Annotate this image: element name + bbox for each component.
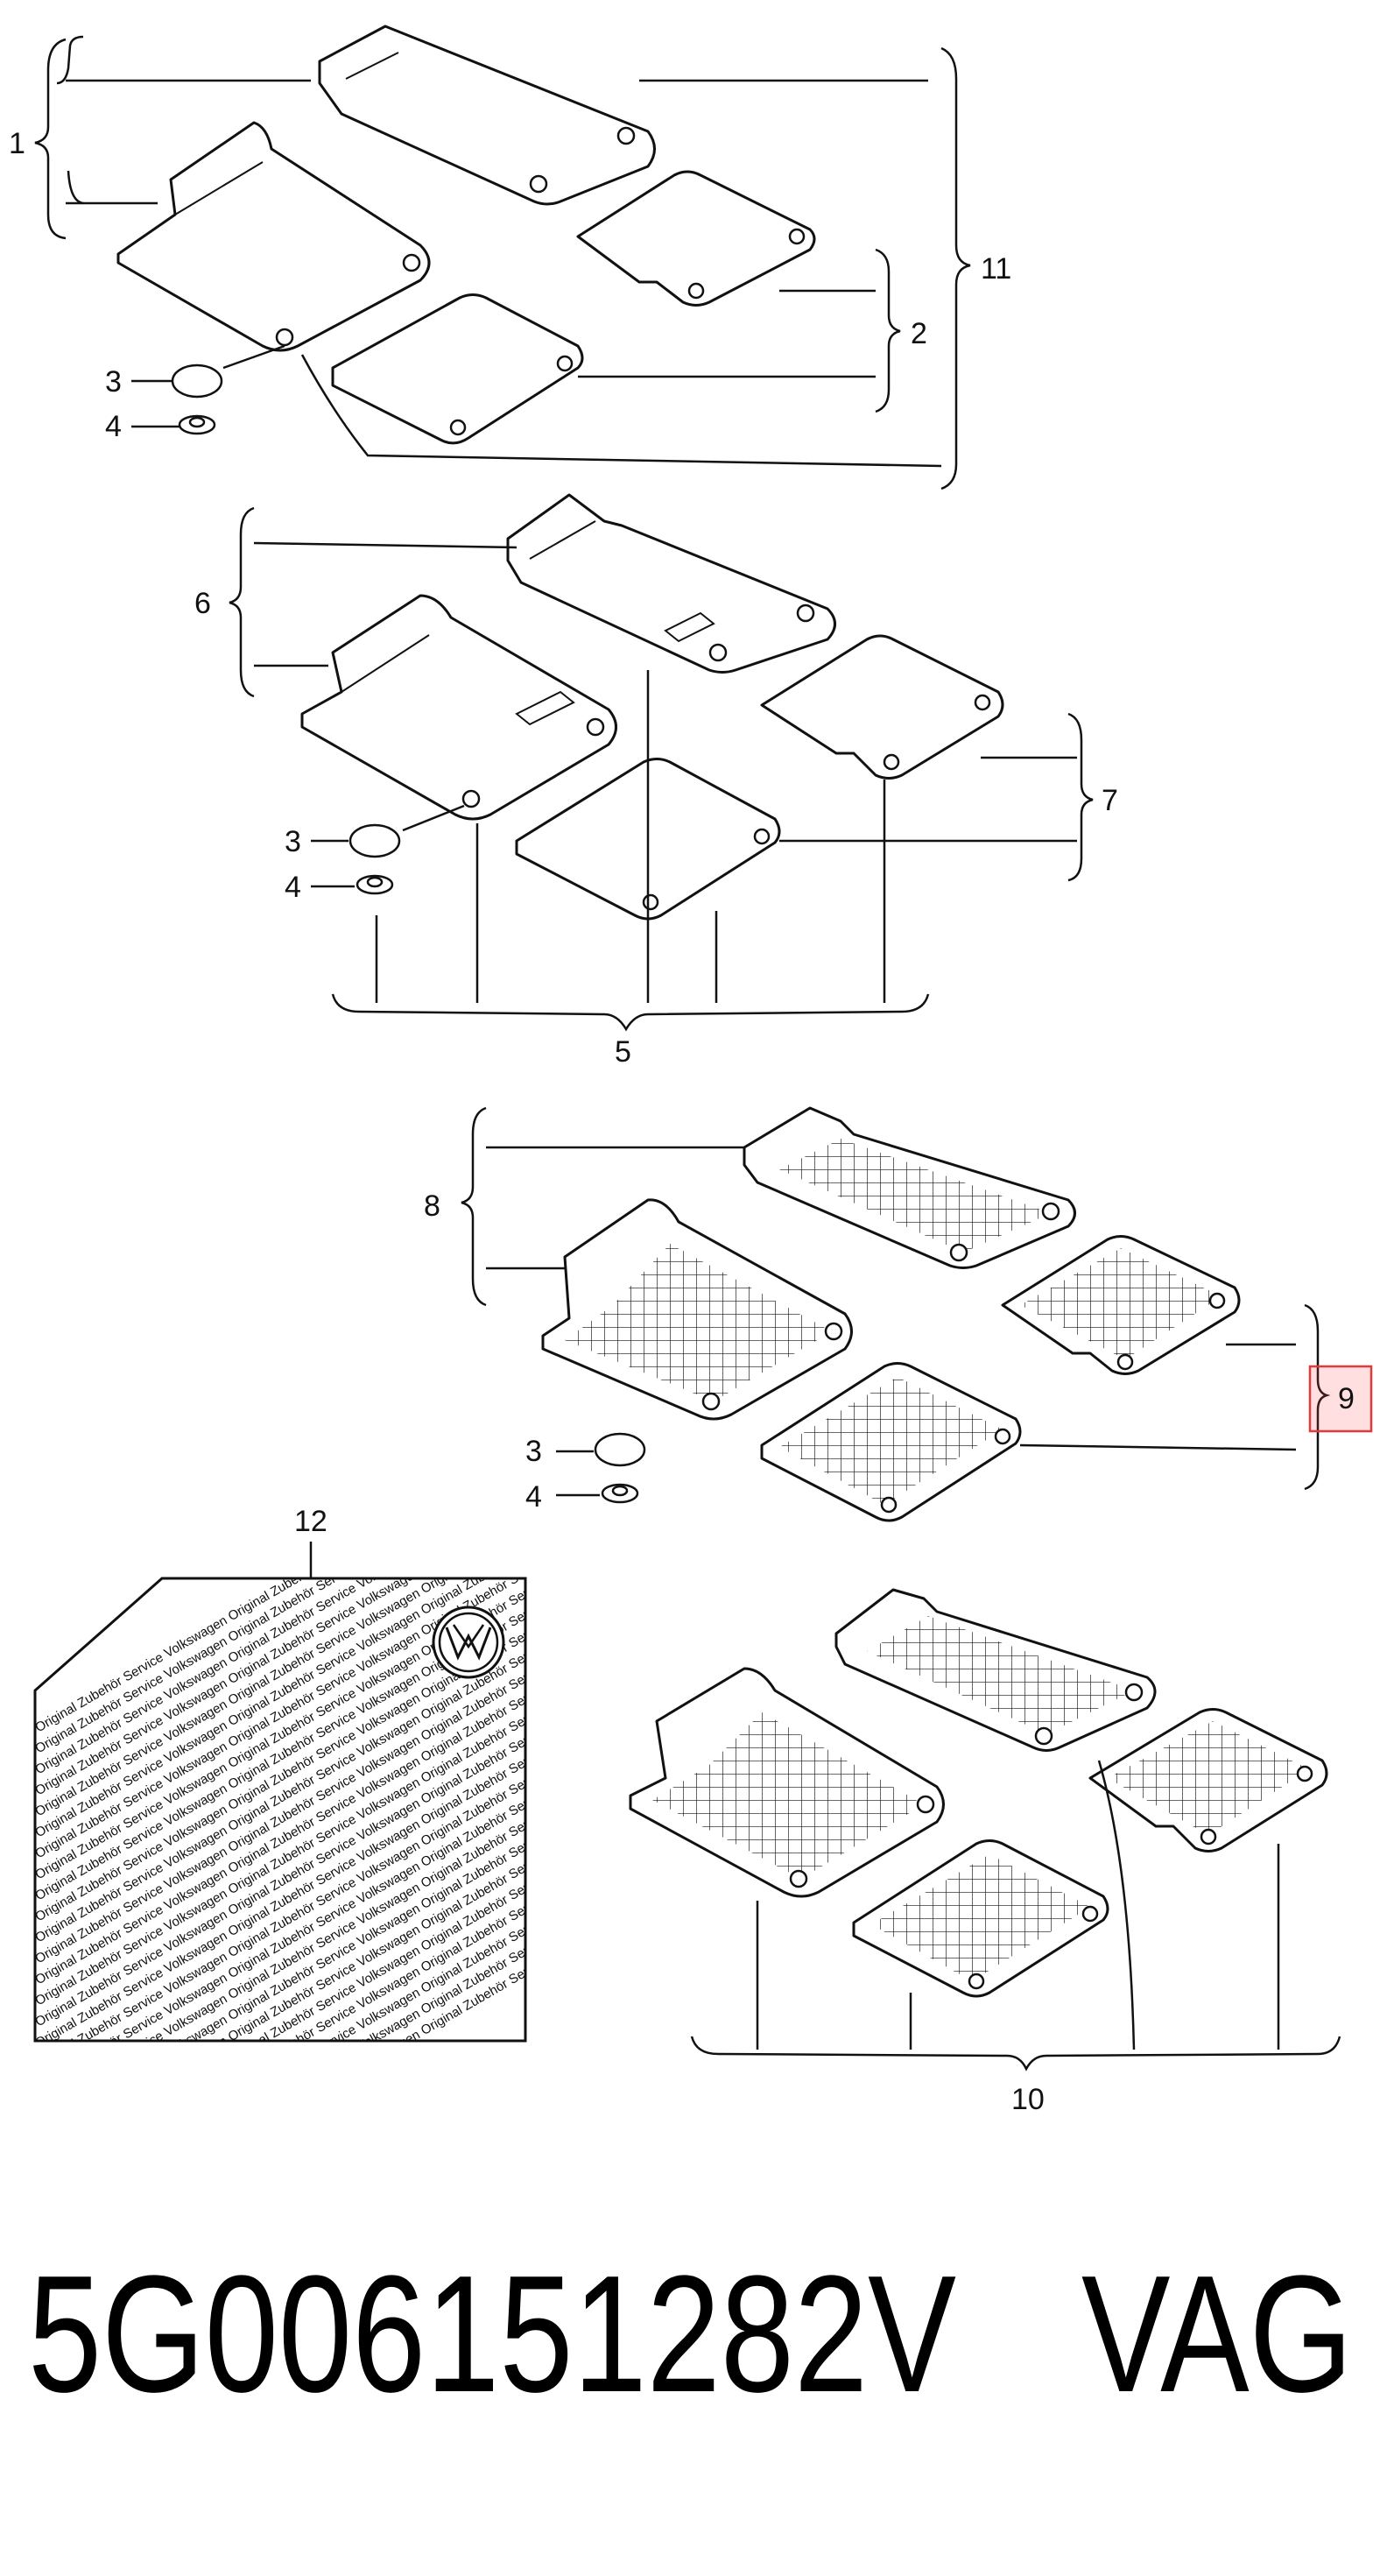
callout-3-b: 3	[285, 825, 301, 858]
highlight-callout-9	[1308, 1365, 1373, 1433]
mat-front-right-b	[300, 594, 617, 821]
mat-rear-right-a	[576, 170, 816, 307]
brace-6	[229, 506, 255, 698]
callout-8: 8	[424, 1189, 440, 1223]
callout-4-a: 4	[105, 410, 122, 443]
mat-rear-right-b	[760, 634, 1004, 780]
callout-6: 6	[194, 587, 211, 620]
callout-3-c: 3	[525, 1435, 542, 1468]
brand-name: VAG	[1081, 2241, 1353, 2427]
mat-front-left-a	[318, 25, 656, 206]
callout-3-a: 3	[105, 365, 122, 399]
brace-10	[690, 2036, 1341, 2071]
callout-5: 5	[615, 1035, 631, 1069]
label-card: Volkswagen Original Zubehör Service Volk…	[33, 1577, 527, 2043]
part-number: 5G006151282V	[28, 2241, 956, 2427]
clip-top-a	[171, 363, 223, 399]
mat-front-right-a	[116, 121, 431, 352]
callout-4-c: 4	[525, 1480, 542, 1514]
carpet-mat-set-b	[253, 493, 1077, 1003]
carpet-mat-set-a	[56, 25, 942, 468]
brace-2	[875, 248, 901, 413]
clip-top-b	[349, 823, 401, 858]
brace-7	[1067, 712, 1094, 882]
callout-2: 2	[911, 317, 927, 350]
callout-7: 7	[1102, 784, 1118, 817]
rubber-mat-set-b	[629, 1588, 1328, 2050]
mat-rear-left-a	[331, 293, 584, 445]
vw-logo-icon	[432, 1606, 505, 1679]
brace-8	[461, 1106, 487, 1307]
mat-front-left-b	[506, 493, 836, 674]
brace-9	[1304, 1303, 1331, 1491]
callout-11: 11	[981, 252, 1011, 286]
clip-top-c	[594, 1432, 646, 1467]
callout-12: 12	[294, 1505, 327, 1538]
brace-11	[940, 46, 971, 490]
brace-1	[34, 38, 67, 240]
callout-4-b: 4	[285, 871, 301, 904]
callout-1: 1	[9, 127, 25, 160]
rubber-mat-set-a	[486, 1106, 1297, 1522]
callout-9: 9	[1338, 1382, 1355, 1415]
callout-10: 10	[1011, 2083, 1045, 2116]
brace-5	[331, 993, 930, 1032]
